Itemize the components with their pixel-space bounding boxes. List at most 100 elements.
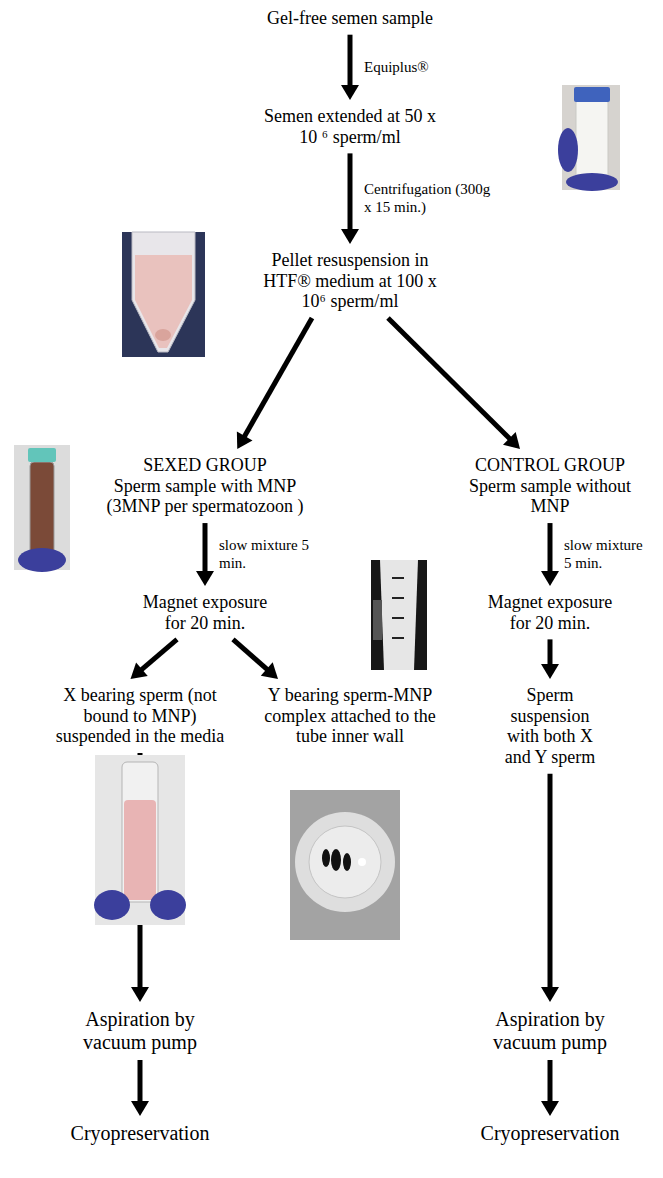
sperm-mnp-spot — [343, 853, 351, 871]
photo-ground — [122, 232, 205, 357]
sperm-mnp-spot — [322, 849, 330, 867]
scale-mark — [392, 597, 404, 599]
tube — [380, 560, 418, 670]
step-label: CONTROL GROUP — [450, 455, 650, 476]
tube — [122, 762, 158, 902]
step-text: Magnet exposure for 20 min. — [135, 592, 275, 633]
step-detail: Sperm sample without MNP — [450, 476, 650, 517]
arrow-shaft — [203, 523, 208, 573]
arrow-head — [131, 662, 148, 679]
step-text: Pellet resuspension in HTF® medium at 10… — [255, 250, 445, 312]
step-text: Semen extended at 50 x 10 ⁶ sperm/ml — [255, 106, 445, 147]
step-label: X bearing sperm (not bound to MNP) suspe… — [45, 685, 235, 747]
glove — [558, 128, 578, 172]
arrow-shaft — [244, 318, 312, 438]
step-label: Sperm suspension with both X and Y sperm — [493, 685, 608, 768]
step-text: Aspiration by vacuum pump — [475, 1008, 625, 1054]
step-detail: Sperm sample with MNP (3MNP per spermato… — [98, 476, 313, 517]
step-label: Aspiration by vacuum pump — [475, 1008, 625, 1054]
flow-arrow — [541, 639, 559, 679]
arrow-shaft — [548, 639, 553, 666]
step-label: Cryopreservation — [50, 1122, 230, 1145]
glove — [18, 548, 66, 572]
photo-ground — [371, 560, 427, 670]
magnet-photo — [371, 560, 427, 670]
sperm-pellet — [155, 329, 171, 341]
arrow-head — [341, 229, 359, 244]
step-text: Cryopreservation — [460, 1122, 640, 1145]
flow-arrow — [131, 1060, 149, 1116]
step-label: Y bearing sperm-MNP complex attached to … — [260, 685, 440, 747]
tube — [576, 98, 608, 180]
photo-ground — [95, 755, 185, 925]
arrow-head — [541, 1101, 559, 1116]
step-text: Gel-free semen sample — [235, 8, 465, 29]
step-text: CONTROL GROUPSperm sample without MNP — [450, 455, 650, 517]
mnp-tube-photo — [14, 445, 70, 572]
step-label: SEXED GROUP — [98, 455, 313, 476]
flow-arrow — [233, 639, 278, 679]
step-label: Magnet exposure for 20 min. — [135, 592, 275, 633]
photo-ground — [290, 790, 400, 940]
arrow-shaft — [548, 774, 553, 989]
medium — [135, 255, 192, 348]
glove — [566, 173, 618, 191]
arrow-head — [503, 432, 520, 449]
arrow-head — [261, 662, 278, 679]
step-text: Cryopreservation — [50, 1122, 230, 1145]
tube-inner — [309, 826, 381, 898]
arrow-shaft — [348, 153, 353, 231]
flow-arrow — [388, 318, 520, 449]
step-text: X bearing sperm (not bound to MNP) suspe… — [45, 685, 235, 747]
glove — [150, 890, 186, 920]
step-label: Gel-free semen sample — [235, 8, 465, 29]
flow-arrow — [341, 153, 359, 244]
edge-label: Centrifugation (300g x 15 min.) — [362, 181, 496, 216]
tube — [30, 462, 54, 554]
arrow-head — [541, 987, 559, 1002]
arrow-head — [196, 571, 214, 586]
tube-cap — [28, 448, 56, 462]
flow-arrow — [541, 523, 559, 586]
step-text: SEXED GROUPSperm sample with MNP (3MNP p… — [98, 455, 313, 517]
step-text: Magnet exposure for 20 min. — [480, 592, 620, 633]
sperm-mnp-spot — [331, 849, 341, 871]
arrow-head — [131, 987, 149, 1002]
arrow-shaft — [548, 1060, 553, 1103]
arrow-shaft — [138, 1060, 143, 1103]
step-label: Pellet resuspension in HTF® medium at 10… — [255, 250, 445, 312]
edge-label: slow mixture 5 min. — [217, 537, 311, 572]
step-text: Y bearing sperm-MNP complex attached to … — [260, 685, 440, 747]
arrow-head — [541, 571, 559, 586]
scale-mark — [392, 617, 404, 619]
glove — [94, 890, 130, 920]
step-label: Aspiration by vacuum pump — [65, 1008, 215, 1054]
x-sperm-tube-photo — [94, 755, 186, 925]
arrow-shaft — [140, 639, 177, 670]
arrow-shaft — [348, 35, 353, 87]
step-text: Sperm suspension with both X and Y sperm — [493, 685, 608, 768]
step-label: Semen extended at 50 x 10 ⁶ sperm/ml — [255, 106, 445, 147]
pellet-tube-photo — [122, 232, 205, 357]
arrow-head — [237, 432, 253, 449]
flow-arrow — [237, 318, 312, 449]
flow-arrow — [341, 35, 359, 100]
flow-arrow — [541, 1060, 559, 1116]
semen-tube-photo — [558, 85, 620, 191]
magnet — [373, 600, 382, 640]
medium — [124, 800, 156, 900]
flow-arrow — [131, 639, 178, 679]
scale-mark — [392, 577, 404, 579]
arrow-shaft — [548, 523, 553, 573]
step-text: Aspiration by vacuum pump — [65, 1008, 215, 1054]
y-sperm-wall-photo — [290, 790, 400, 940]
edge-label: slow mixture 5 min. — [562, 537, 650, 572]
edge-label: Equiplus® — [362, 59, 456, 76]
tube-cap — [574, 87, 610, 102]
scale-mark — [392, 637, 404, 639]
arrow-head — [541, 664, 559, 679]
flow-arrow — [541, 774, 559, 1002]
arrow-shaft — [233, 639, 268, 670]
